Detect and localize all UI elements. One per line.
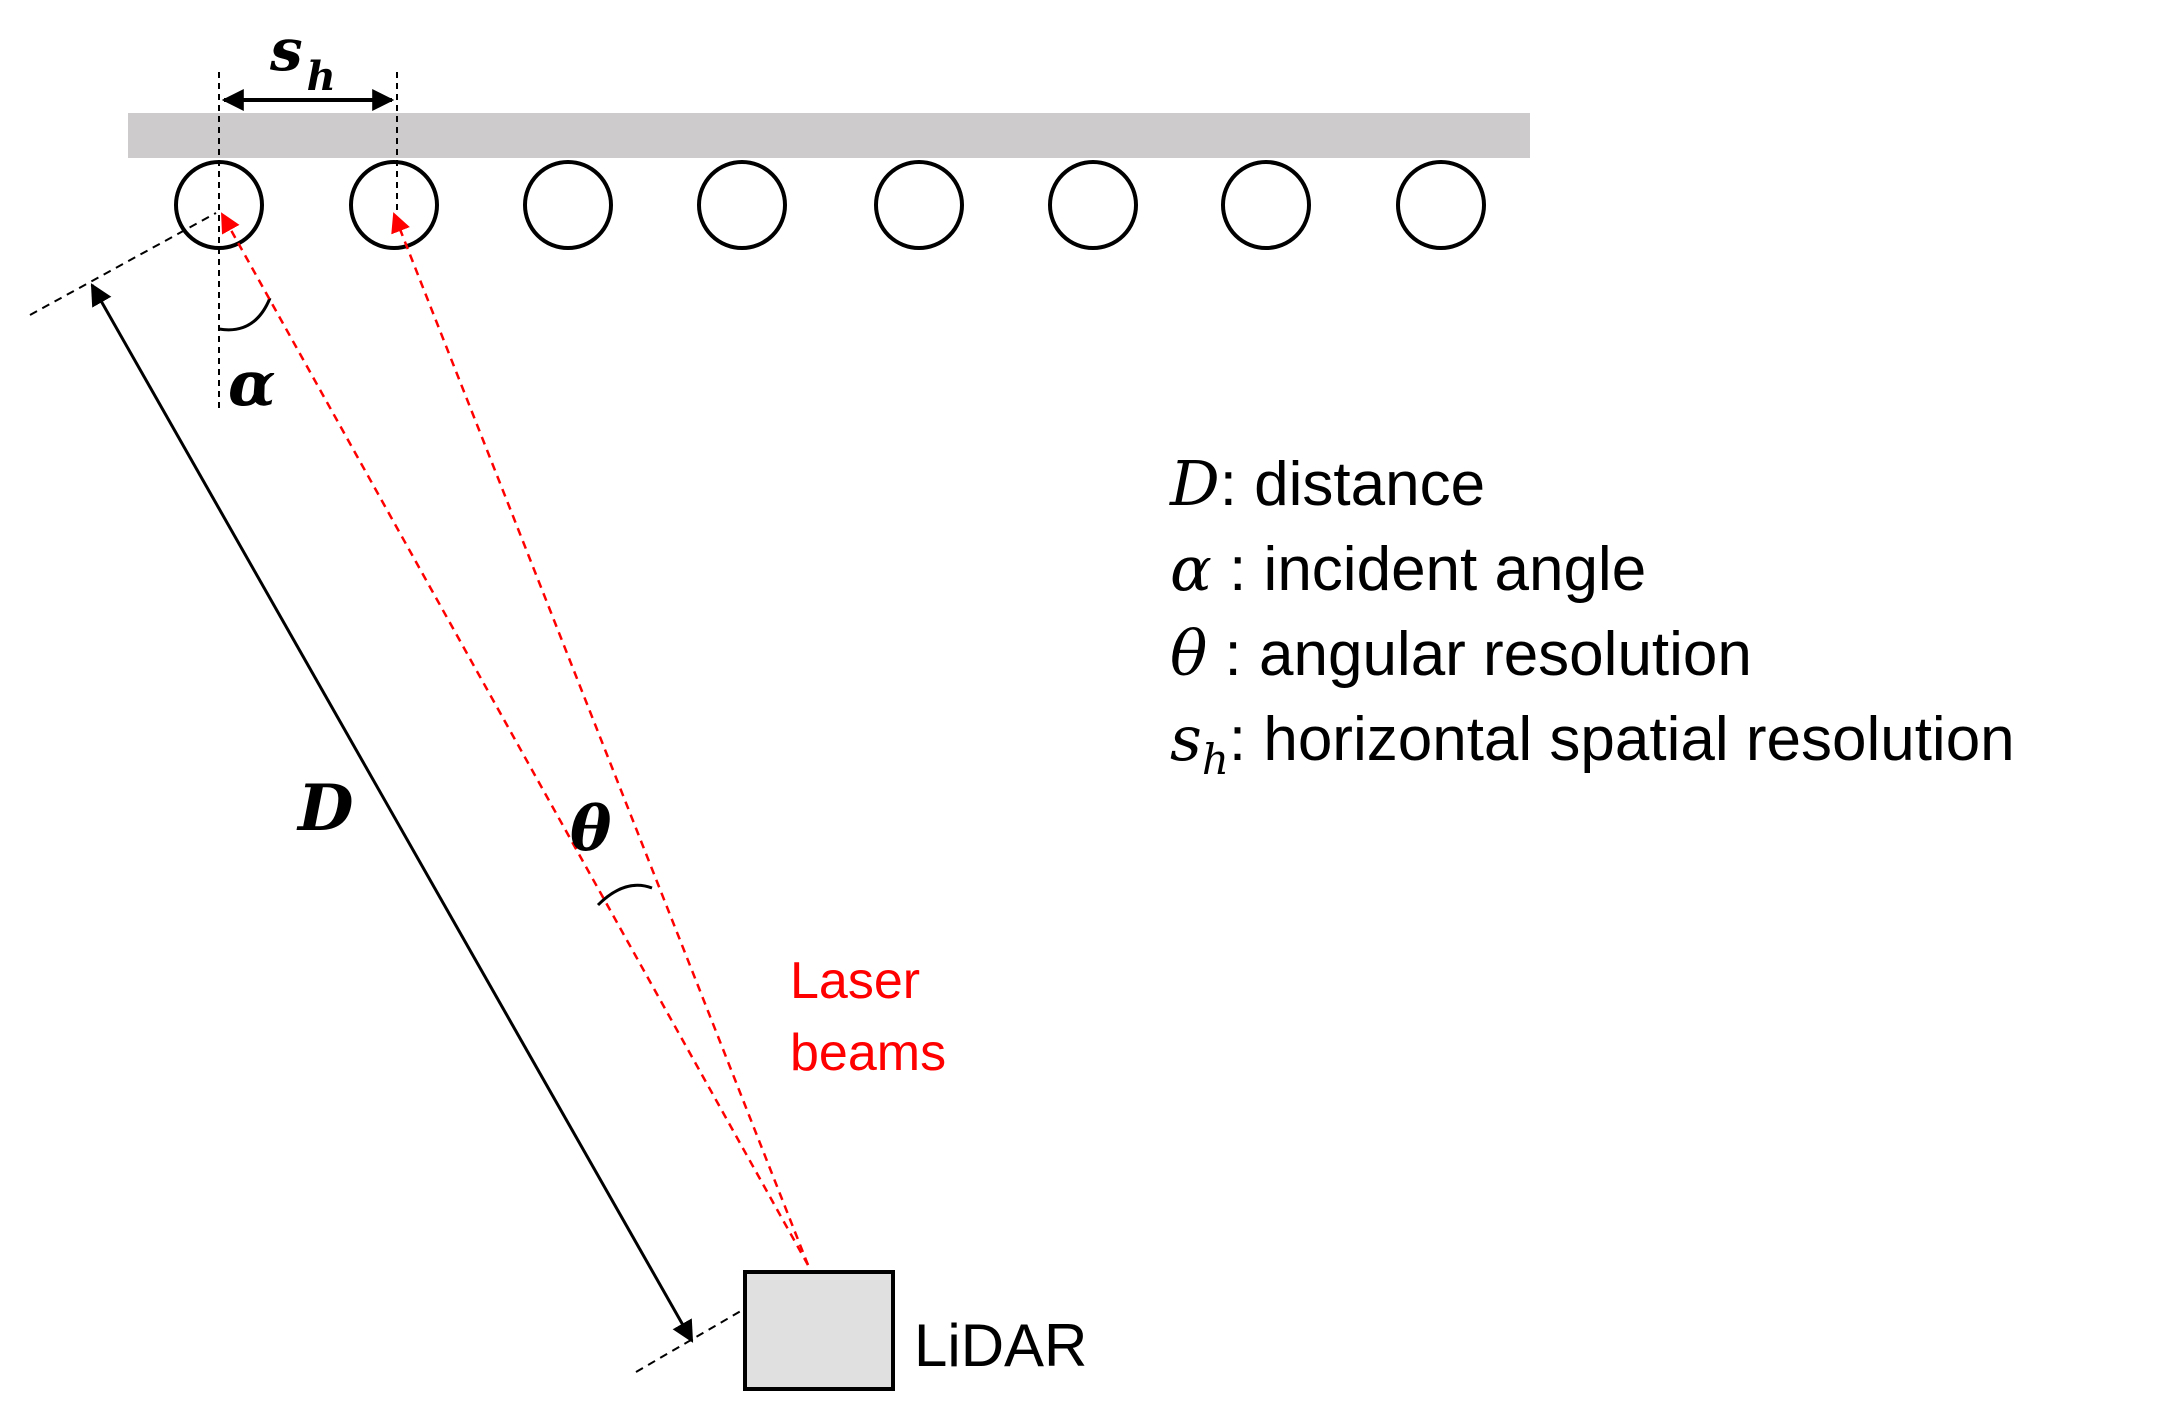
distance-label: D <box>296 771 354 846</box>
target-circle <box>1048 160 1138 250</box>
lidar-device-box <box>743 1270 895 1391</box>
target-row <box>174 160 1486 250</box>
target-circle <box>349 160 439 250</box>
laser-beam-right <box>391 212 810 1266</box>
legend-item-angular-resolution: θ : angular resolution <box>1170 617 1752 690</box>
alpha-label: α <box>228 347 276 420</box>
d-dimension-arrow <box>90 283 694 1343</box>
wall-bar <box>128 113 1530 158</box>
laser-beam-left <box>220 212 810 1266</box>
theta-label: θ <box>570 792 612 865</box>
theta-arc <box>596 883 653 907</box>
target-circle <box>697 160 787 250</box>
legend-item-incident-angle: α : incident angle <box>1170 532 1646 605</box>
target-circle <box>523 160 613 250</box>
lidar-label: LiDAR <box>914 1312 1087 1379</box>
legend: D: distance α : incident angle θ : angul… <box>1169 447 2015 784</box>
target-circle <box>1396 160 1486 250</box>
target-circle <box>1221 160 1311 250</box>
target-circle <box>874 160 964 250</box>
legend-item-distance: D: distance <box>1169 447 1485 520</box>
legend-item-spatial-resolution: sh: horizontal spatial resolution <box>1170 702 2015 784</box>
alpha-arc <box>218 297 272 332</box>
laser-beams-label: Laser beams <box>790 952 946 1082</box>
d-extension-top <box>29 212 217 316</box>
